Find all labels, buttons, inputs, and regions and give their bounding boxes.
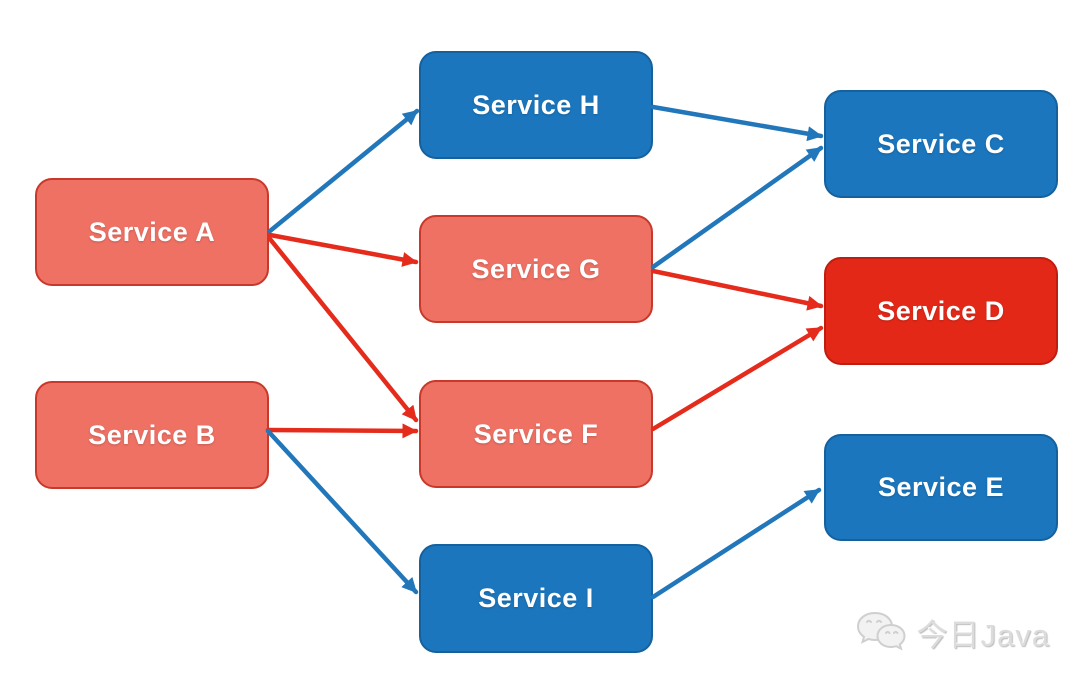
node-service-h: Service H — [419, 51, 653, 159]
watermark: 今日Java — [853, 609, 1050, 655]
watermark-text: 今日Java — [916, 617, 1050, 653]
node-service-a: Service A — [35, 178, 269, 286]
node-service-f: Service F — [419, 380, 653, 488]
node-service-e: Service E — [824, 434, 1058, 541]
node-service-i: Service I — [419, 544, 653, 653]
node-service-g: Service G — [419, 215, 653, 323]
node-service-c: Service C — [824, 90, 1058, 198]
node-service-d: Service D — [824, 257, 1058, 365]
node-service-b: Service B — [35, 381, 269, 489]
wechat-icon — [856, 611, 906, 651]
